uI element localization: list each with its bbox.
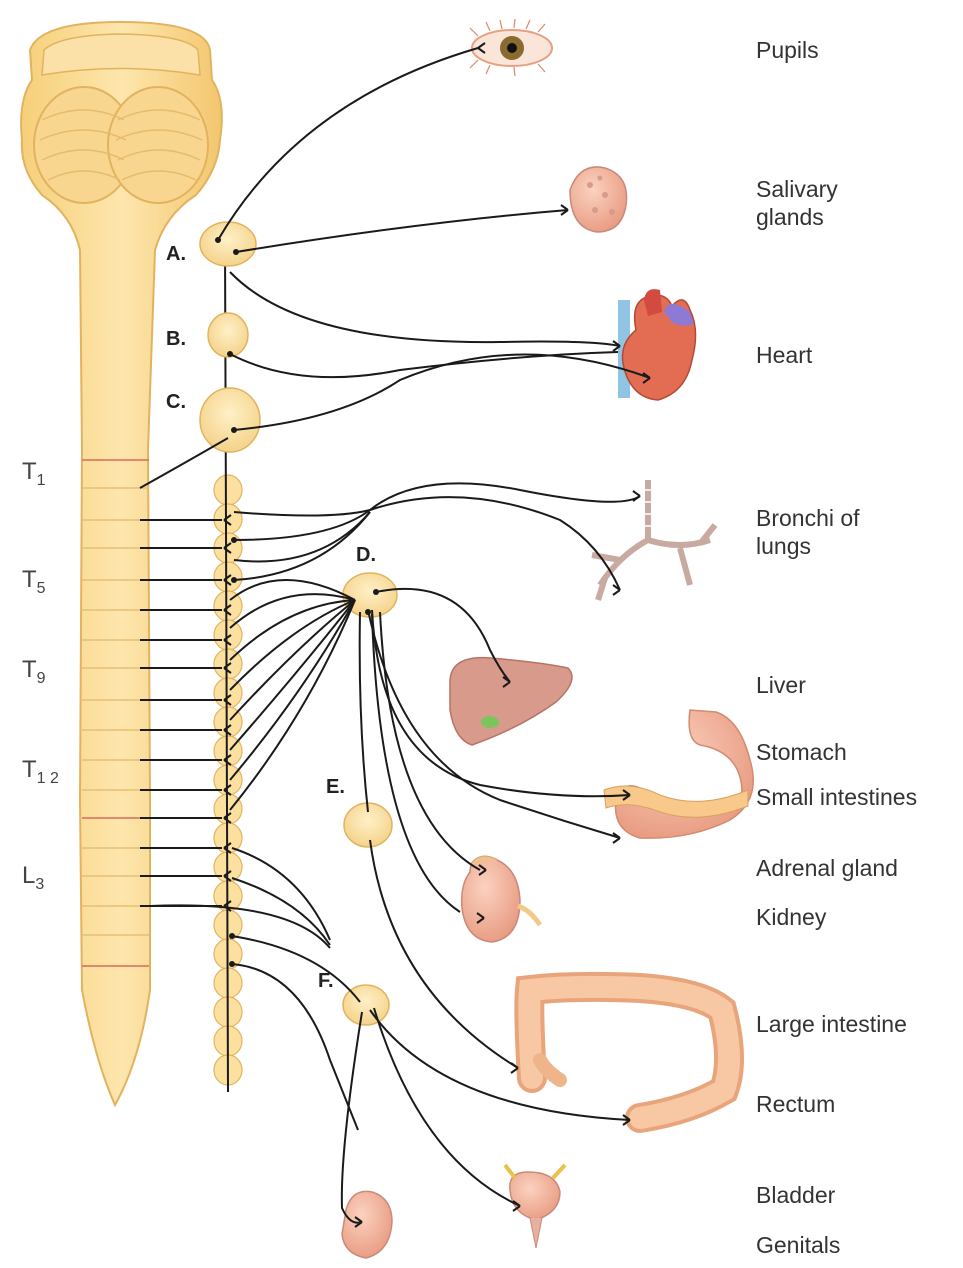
- label-salivary-glands: Salivary glands: [756, 175, 838, 231]
- label-bronchi-of-lungs: Bronchi of lungs: [756, 504, 860, 560]
- nerve-fiber: [230, 600, 355, 720]
- nerve-fiber: [218, 48, 478, 240]
- stomach-icon: [604, 710, 753, 838]
- nerve-fiber: [232, 964, 358, 1130]
- label-bladder: Bladder: [756, 1181, 835, 1209]
- segment-label-t9: T9: [22, 656, 46, 688]
- genitals-icon: [342, 1191, 392, 1258]
- ganglion-label-a: A.: [166, 243, 186, 266]
- bladder-icon: [505, 1165, 565, 1248]
- nerve-fiber: [232, 936, 360, 1002]
- synapse-fork: [613, 833, 620, 843]
- large-intestine-icon: [529, 987, 729, 1118]
- label-heart: Heart: [756, 341, 812, 369]
- label-kidney: Kidney: [756, 903, 826, 931]
- label-adrenal-gland: Adrenal gland: [756, 854, 898, 882]
- nerve-fiber: [236, 210, 568, 252]
- label-genitals: Genitals: [756, 1231, 840, 1259]
- pons-right: [108, 87, 208, 203]
- bronchi-icon: [592, 480, 715, 600]
- liver-icon: [450, 658, 572, 745]
- synapse-dot: [229, 933, 235, 939]
- ganglion-a: [200, 222, 256, 266]
- nerve-fiber: [234, 483, 640, 515]
- nerve-fiber: [372, 614, 460, 912]
- synapse-dot: [227, 351, 233, 357]
- synapse-fork: [633, 491, 640, 501]
- heart-icon: [618, 289, 696, 400]
- nerve-fiber: [370, 497, 620, 590]
- label-stomach: Stomach: [756, 738, 847, 766]
- synapse-dot: [231, 577, 237, 583]
- synapse-dot: [365, 609, 371, 615]
- ganglion-label-d: D.: [356, 544, 376, 567]
- ganglion-label-c: C.: [166, 391, 186, 414]
- synapse-dot: [231, 427, 237, 433]
- label-rectum: Rectum: [756, 1090, 835, 1118]
- nerve-fiber: [234, 512, 370, 561]
- synapse-dot: [231, 537, 237, 543]
- nerve-fiber: [234, 354, 650, 430]
- chain-ganglion: [214, 620, 242, 650]
- label-liver: Liver: [756, 671, 806, 699]
- chain-ganglion: [214, 475, 242, 505]
- ganglion-label-f: F.: [318, 970, 334, 993]
- segment-label-t5: T5: [22, 566, 46, 598]
- nerve-fiber: [360, 612, 368, 812]
- nerve-fiber: [370, 1010, 630, 1120]
- label-small-intestines: Small intestines: [756, 783, 917, 811]
- ganglion-label-b: B.: [166, 328, 186, 351]
- eye-icon: [470, 19, 552, 76]
- nerve-fiber: [230, 600, 355, 780]
- synapse-dot: [215, 237, 221, 243]
- ganglion-label-e: E.: [326, 776, 345, 799]
- label-pupils: Pupils: [756, 36, 819, 64]
- ganglion-b: [208, 313, 248, 357]
- segment-label-l3: L3: [22, 862, 44, 894]
- synapse-dot: [233, 249, 239, 255]
- synapse-dot: [373, 589, 379, 595]
- segment-label-t12: T1 2: [22, 756, 59, 788]
- nerve-fiber: [374, 1008, 520, 1206]
- synapse-dot: [229, 961, 235, 967]
- spinal-cord: [21, 22, 222, 1105]
- nerve-fiber: [230, 272, 620, 346]
- salivary-gland-icon: [570, 167, 627, 232]
- label-large-intestine: Large intestine: [756, 1010, 907, 1038]
- ganglion-c: [200, 388, 260, 452]
- segment-label-t1: T1: [22, 458, 46, 490]
- nerve-fiber: [140, 438, 228, 488]
- nerve-fiber: [230, 600, 355, 750]
- kidney-icon: [462, 856, 540, 942]
